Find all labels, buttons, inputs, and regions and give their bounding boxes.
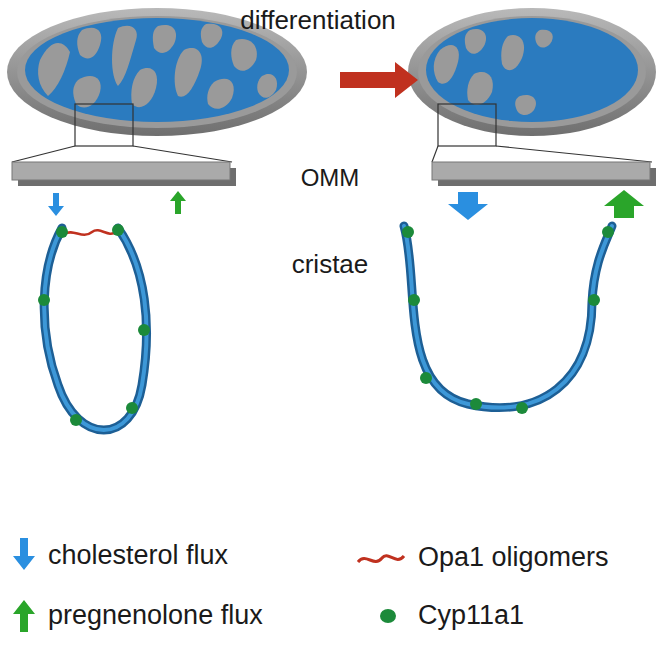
zoom-callouts bbox=[12, 104, 652, 162]
membrane-label: OMM bbox=[301, 165, 360, 191]
structure-label: cristae bbox=[292, 250, 369, 279]
crista-left bbox=[44, 228, 146, 430]
legend-text: cholesterol flux bbox=[48, 541, 228, 571]
legend-text: Opa1 oligomers bbox=[418, 543, 609, 573]
differentiation-arrow bbox=[340, 62, 418, 98]
legend-text: pregnenolone flux bbox=[48, 601, 263, 631]
mitochondrion-right bbox=[408, 8, 656, 136]
process-label: differentiation bbox=[240, 6, 396, 35]
crista-right bbox=[404, 226, 612, 408]
flux-arrows bbox=[48, 190, 644, 220]
cyp11a1-dots bbox=[38, 224, 614, 426]
legend-samples bbox=[13, 538, 404, 632]
legend-text: Cyp11a1 bbox=[418, 601, 524, 631]
